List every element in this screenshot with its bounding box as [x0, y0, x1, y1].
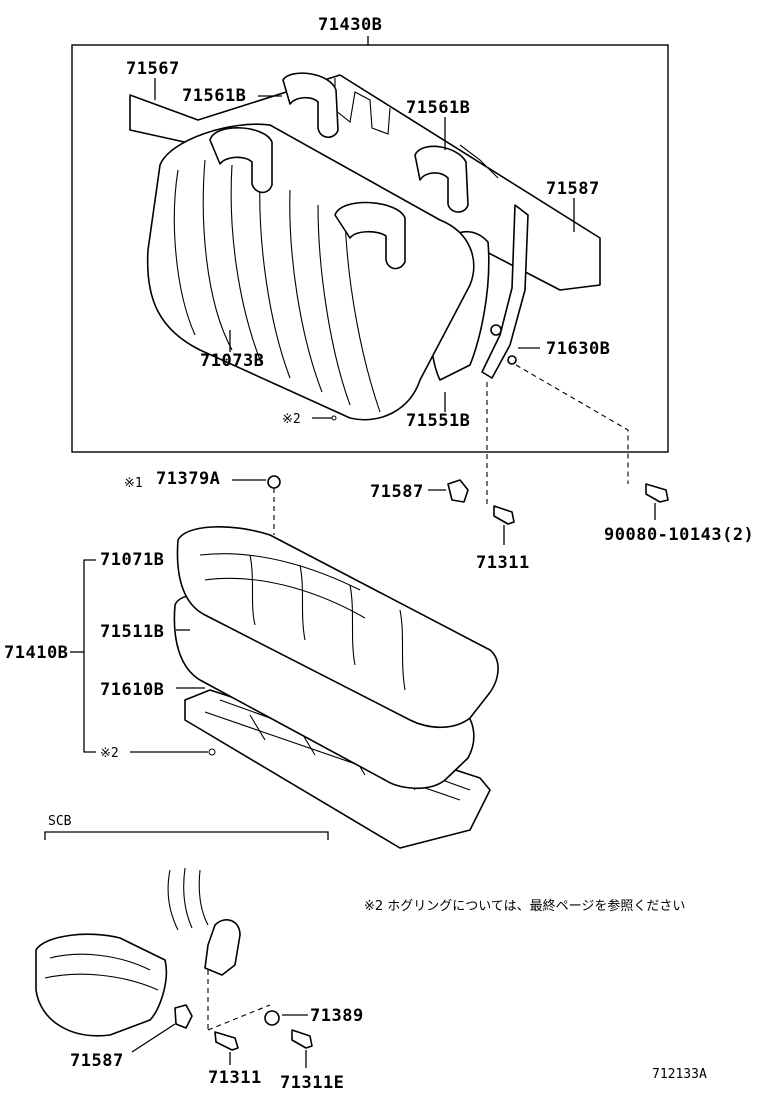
label-note2-lower: ※2	[100, 746, 119, 761]
label-71587-top: 71587	[546, 179, 600, 199]
scb-nut-71389	[264, 1010, 280, 1026]
label-71511b: 71511B	[100, 622, 164, 642]
seatback-group	[129, 72, 601, 421]
label-note2-top: ※2	[282, 412, 301, 427]
cover-clip	[447, 479, 469, 503]
assembly-frame	[71, 44, 669, 453]
label-71551b: 71551B	[406, 411, 470, 431]
label-71630b: 71630B	[546, 339, 610, 359]
seat-cushion-group	[173, 526, 499, 849]
label-note1: ※1	[124, 476, 143, 491]
label-71071b: 71071B	[100, 550, 164, 570]
scb-cushion	[35, 933, 168, 1037]
label-71561b-left: 71561B	[182, 86, 246, 106]
label-71311-bottom: 71311	[208, 1068, 262, 1088]
label-90080: 90080-10143(2)	[604, 525, 754, 545]
hinge-bracket	[481, 204, 529, 379]
label-71587-bottom: 71587	[70, 1051, 124, 1071]
scb-bolt-71311e	[291, 1029, 313, 1049]
assembly-label: 71430B	[318, 15, 382, 35]
figure-id: 712133A	[652, 1067, 707, 1082]
scb-hinge	[204, 919, 241, 976]
cushion-cover	[176, 526, 499, 729]
cover-headrest-left	[209, 127, 273, 194]
label-71311-mid: 71311	[476, 553, 530, 573]
bolt-90080	[645, 483, 669, 503]
label-71073b: 71073B	[200, 351, 264, 371]
hog-ring-note: ※2 ホグリングについては、最終ページを参照ください	[364, 898, 685, 914]
scb-bolt-71311	[214, 1031, 239, 1051]
label-71561b-right: 71561B	[406, 98, 470, 118]
headrest-right	[414, 145, 469, 213]
label-scb: SCB	[48, 814, 72, 829]
label-71379a: 71379A	[156, 469, 220, 489]
scb-clip	[174, 1004, 193, 1029]
label-71311e: 71311E	[280, 1073, 344, 1093]
cover-headrest-right	[334, 201, 406, 270]
label-71410b: 71410B	[4, 643, 68, 663]
label-71389: 71389	[310, 1006, 364, 1026]
label-71567: 71567	[126, 59, 180, 79]
label-71587-mid: 71587	[370, 482, 424, 502]
seatback-cover	[146, 123, 475, 421]
headrest-left	[282, 72, 339, 139]
scb-detail	[35, 867, 313, 1051]
hog-ring-clip	[267, 475, 281, 489]
label-71610b: 71610B	[100, 680, 164, 700]
bolt-71311	[493, 505, 515, 525]
